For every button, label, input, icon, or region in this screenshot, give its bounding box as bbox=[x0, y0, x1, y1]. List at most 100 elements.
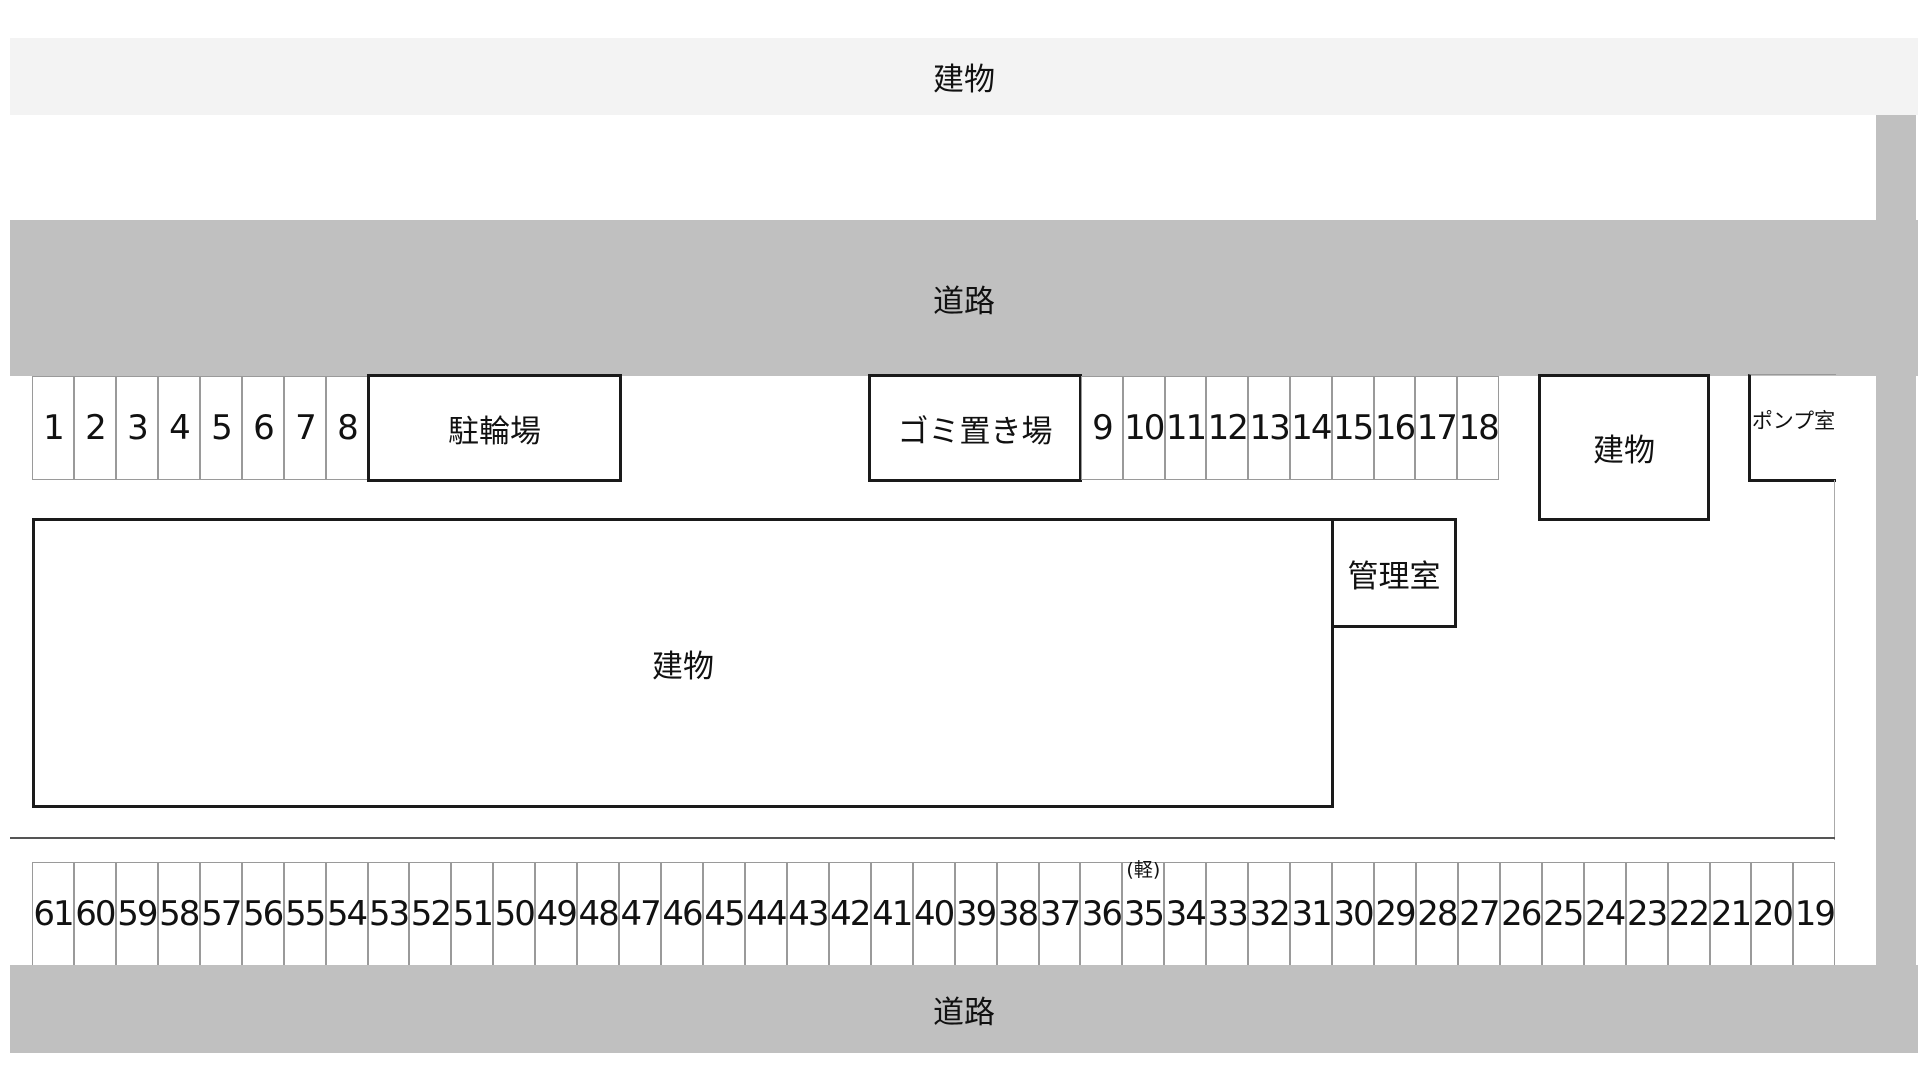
parking-stall-58: 58 bbox=[157, 862, 200, 966]
parking-stall-29: 29 bbox=[1374, 862, 1417, 966]
parking-stall-number: 40 bbox=[914, 894, 955, 934]
road-lower-label: 道路 bbox=[933, 994, 995, 1031]
parking-stall-number: 15 bbox=[1333, 408, 1374, 448]
parking-stall-number: 3 bbox=[127, 408, 149, 448]
parking-stall-number: 27 bbox=[1459, 894, 1500, 934]
parking-stall-number: 20 bbox=[1752, 894, 1794, 934]
parking-stall-number: 19 bbox=[1794, 894, 1836, 934]
parking-stall-number: 17 bbox=[1416, 408, 1458, 448]
parking-stall-number: 48 bbox=[578, 894, 620, 934]
parking-stall-59: 59 bbox=[115, 862, 158, 966]
pump-room-label: ポンプ室 bbox=[1751, 409, 1836, 433]
parking-stall-number: 36 bbox=[1081, 894, 1123, 934]
parking-stall-number: 25 bbox=[1543, 894, 1584, 934]
parking-stall-number: 59 bbox=[117, 894, 158, 934]
parking-stall-number: 54 bbox=[326, 894, 368, 934]
parking-stall-number: 28 bbox=[1417, 894, 1458, 934]
parking-stall-27: 27 bbox=[1457, 862, 1500, 966]
parking-stall-1: 1 bbox=[32, 376, 74, 480]
building-main: 建物 bbox=[32, 518, 1334, 808]
parking-stall-number: 23 bbox=[1626, 894, 1668, 934]
parking-stall-number: 55 bbox=[284, 894, 326, 934]
parking-stall-15: 15 bbox=[1331, 376, 1374, 480]
parking-stall-30: 30 bbox=[1332, 862, 1375, 966]
parking-stall-31: 31 bbox=[1290, 862, 1333, 966]
parking-stall-number: 24 bbox=[1585, 894, 1626, 934]
parking-stall-number: 47 bbox=[620, 894, 661, 934]
parking-stall-9: 9 bbox=[1081, 376, 1123, 480]
parking-stall-23: 23 bbox=[1625, 862, 1668, 966]
parking-stall-number: 46 bbox=[662, 894, 703, 934]
parking-stall-number: 14 bbox=[1291, 408, 1332, 448]
parking-stall-number: 53 bbox=[368, 894, 410, 934]
road-upper-label: 道路 bbox=[933, 283, 995, 320]
parking-stall-number: 51 bbox=[452, 894, 494, 934]
parking-stall-46: 46 bbox=[661, 862, 704, 966]
parking-stall-number: 57 bbox=[201, 894, 242, 934]
parking-stall-37: 37 bbox=[1038, 862, 1081, 966]
road-upper: 道路 bbox=[10, 220, 1918, 376]
parking-stall-47: 47 bbox=[619, 862, 662, 966]
parking-stall-55: 55 bbox=[283, 862, 326, 966]
parking-stall-48: 48 bbox=[577, 862, 620, 966]
parking-stall-number: 37 bbox=[1039, 894, 1081, 934]
parking-stall-number: 21 bbox=[1710, 894, 1752, 934]
parking-stall-52: 52 bbox=[409, 862, 452, 966]
parking-stall-44: 44 bbox=[744, 862, 788, 966]
parking-stall-2: 2 bbox=[74, 376, 116, 480]
parking-stall-32: 32 bbox=[1248, 862, 1291, 966]
parking-stall-number: 18 bbox=[1458, 408, 1499, 448]
parking-stall-34: 34 bbox=[1164, 862, 1207, 966]
parking-stall-number: 50 bbox=[494, 894, 536, 934]
parking-stall-36: 36 bbox=[1080, 862, 1123, 966]
parking-stall-number: 44 bbox=[746, 894, 787, 934]
parking-stall-14: 14 bbox=[1289, 376, 1333, 480]
parking-stall-number: 61 bbox=[33, 894, 74, 934]
parking-stall-number: 12 bbox=[1207, 408, 1249, 448]
parking-stall-41: 41 bbox=[870, 862, 913, 966]
parking-stall-number: 41 bbox=[872, 894, 913, 934]
parking-stall-number: 31 bbox=[1291, 894, 1332, 934]
parking-stall-54: 54 bbox=[325, 862, 368, 966]
bicycle-parking: 駐輪場 bbox=[367, 374, 622, 482]
parking-stall-45: 45 bbox=[703, 862, 746, 966]
parking-stall-number: 30 bbox=[1333, 894, 1374, 934]
parking-stall-number: 11 bbox=[1165, 408, 1207, 448]
parking-stall-11: 11 bbox=[1164, 376, 1207, 480]
parking-stall-28: 28 bbox=[1415, 862, 1459, 966]
parking-stall-number: 56 bbox=[243, 894, 284, 934]
parking-stall-number: 2 bbox=[85, 408, 107, 448]
parking-stall-number: 1 bbox=[43, 408, 65, 448]
parking-stall-16: 16 bbox=[1373, 376, 1416, 480]
parking-stall-24: 24 bbox=[1583, 862, 1626, 966]
parking-stall-60: 60 bbox=[73, 862, 117, 966]
parking-stall-10: 10 bbox=[1122, 376, 1165, 480]
building-top: 建物 bbox=[10, 38, 1918, 115]
parking-stall-20: 20 bbox=[1751, 862, 1794, 966]
parking-stall-53: 53 bbox=[367, 862, 410, 966]
parking-stall-17: 17 bbox=[1415, 376, 1458, 480]
building-right: 建物 bbox=[1538, 374, 1710, 521]
parking-stall-35: 35(軽) bbox=[1122, 859, 1165, 966]
parking-stall-26: 26 bbox=[1499, 862, 1542, 966]
parking-stall-number: 32 bbox=[1249, 894, 1291, 934]
parking-stall-50: 50 bbox=[493, 862, 536, 966]
management-office-label: 管理室 bbox=[1347, 558, 1441, 595]
parking-stall-number: 45 bbox=[704, 894, 745, 934]
parking-stall-18: 18 bbox=[1457, 376, 1500, 480]
parking-stall-number: 29 bbox=[1375, 894, 1416, 934]
parking-stall-number: 60 bbox=[75, 894, 116, 934]
parking-stall-number: 49 bbox=[536, 894, 578, 934]
building-main-label: 建物 bbox=[652, 648, 714, 685]
parking-stall-51: 51 bbox=[451, 862, 494, 966]
parking-stall-42: 42 bbox=[828, 862, 871, 966]
parking-stall-number: 58 bbox=[159, 894, 200, 934]
parking-stall-number: 6 bbox=[253, 408, 275, 448]
parking-stall-number: 22 bbox=[1668, 894, 1710, 934]
parking-stall-number: 34 bbox=[1165, 894, 1207, 934]
parking-stall-56: 56 bbox=[241, 862, 284, 966]
parking-stall-number: 33 bbox=[1207, 894, 1249, 934]
parking-stall-number: 9 bbox=[1092, 408, 1114, 448]
